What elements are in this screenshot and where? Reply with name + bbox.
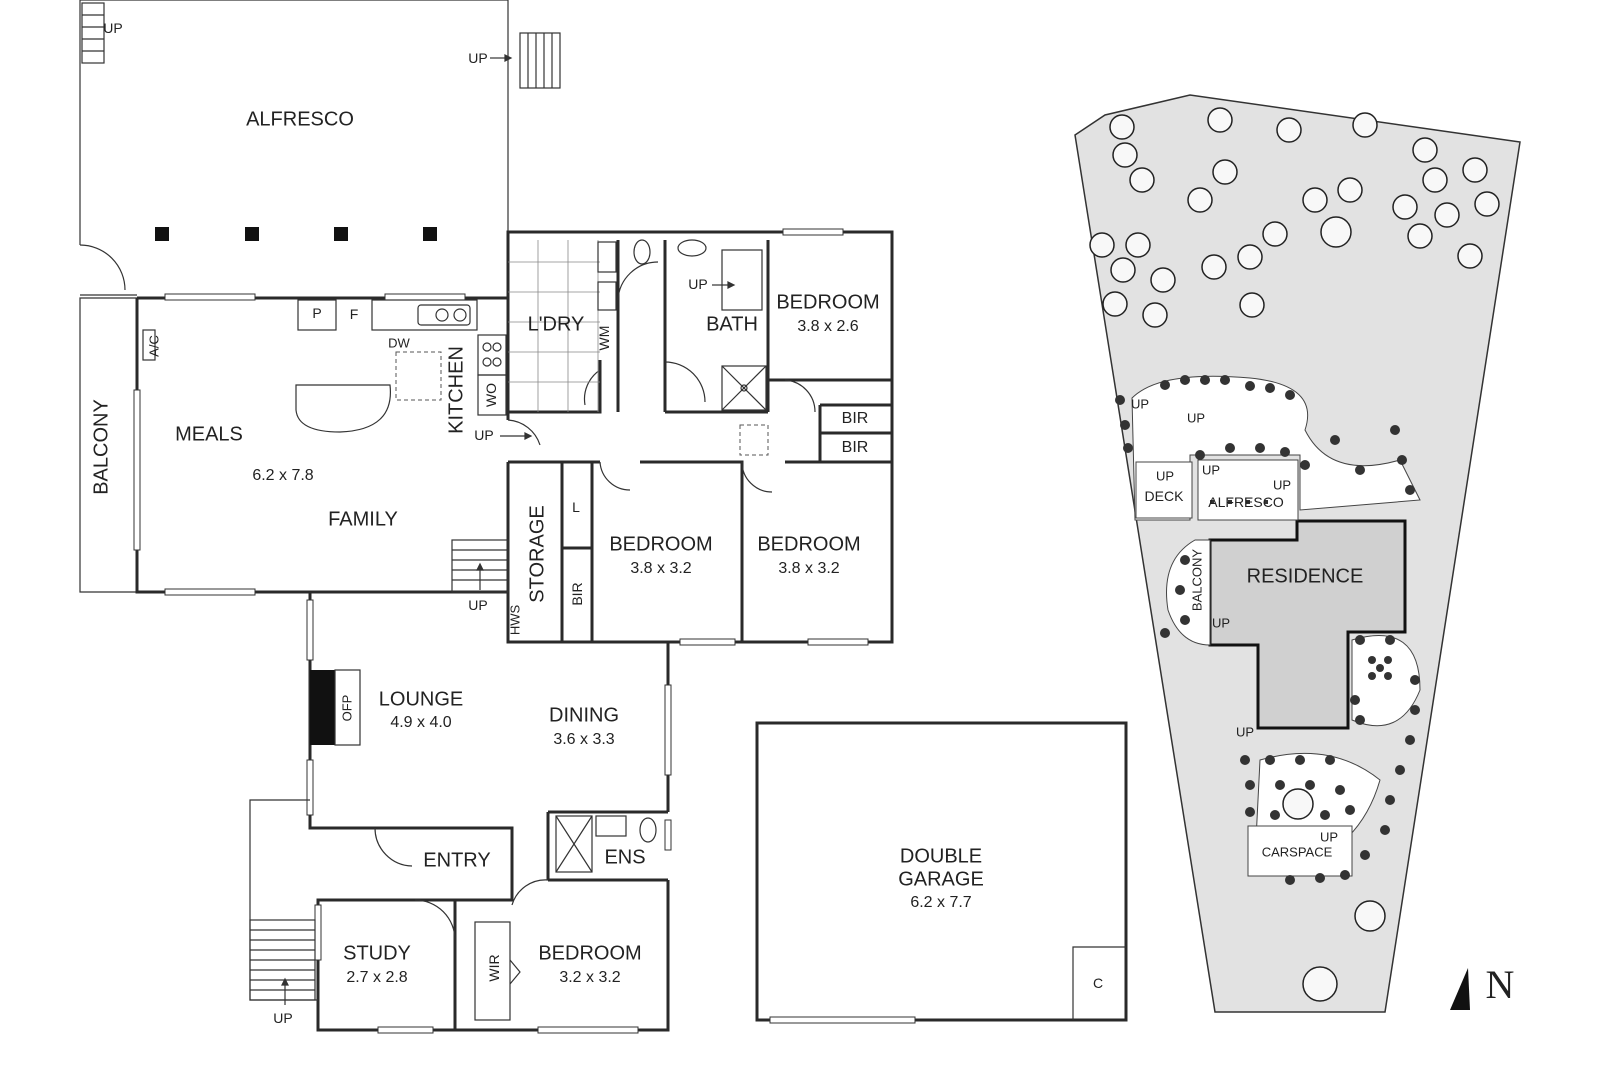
site-plan [1074,94,1521,1013]
kitchen-fixtures [142,299,507,433]
study-label: STUDY [343,942,411,965]
double-garage [755,721,1128,1024]
windows [133,228,869,1034]
site-up-label-1: UP [1130,396,1150,412]
lounge-label: LOUNGE [378,688,464,711]
lounge-dimensions: 4.9 x 4.0 [390,713,452,731]
entry-label: ENTRY [423,849,491,872]
dishwasher-label: DW [388,335,410,351]
kitchen-label: KITCHEN [445,346,468,434]
family-label: FAMILY [328,508,398,531]
wall-oven-label: WO [482,382,499,408]
site-alfresco-label: ALFRESCO [1208,493,1284,510]
site-up-label-4: UP [1201,462,1221,478]
site-up-label-7: UP [1235,724,1255,740]
storage-label: STORAGE [526,505,549,603]
bedroom1-label: BEDROOM [776,291,880,314]
laundry-label: L'DRY [527,313,585,336]
kitchen-up-label: UP [474,426,494,443]
garage-dimensions: 6.2 x 7.7 [910,893,972,911]
site-up-label-8: UP [1319,829,1339,845]
bedroom4-label: BEDROOM [538,942,642,965]
ensuite-label: ENS [604,846,646,869]
entry-up-label: UP [273,1009,293,1026]
balcony-label: BALCONY [90,399,113,495]
house-walls [135,230,894,1032]
alfresco-up-label-1: UP [103,19,123,36]
bir-label-2: BIR [841,438,869,456]
residence-label: RESIDENCE [1246,565,1364,588]
site-up-label-6: UP [1211,615,1231,631]
hws-label: HWS [507,604,523,636]
ofp-label: OFP [339,694,355,722]
dining-label: DINING [549,704,619,727]
site-balcony-label: BALCONY [1189,548,1205,612]
family-stairs [451,539,509,593]
alfresco-area [79,0,561,296]
bedroom4-dimensions: 3.2 x 3.2 [559,968,621,986]
garage-label-line1: DOUBLE [899,845,983,868]
alfresco-label: ALFRESCO [246,108,354,131]
bath-up-label: UP [688,275,708,292]
alfresco-up-label-2: UP [468,49,488,66]
carspace-label: CARSPACE [1261,844,1333,860]
north-arrow-label: N [1485,962,1515,1007]
ac-label: A/C [146,335,162,357]
bedroom2-dimensions: 3.8 x 3.2 [630,559,692,577]
bedroom3-label: BEDROOM [757,533,861,556]
site-up-label-3: UP [1155,468,1175,484]
bir-label-3: BIR [568,582,585,606]
bedroom1-dimensions: 3.8 x 2.6 [797,317,859,335]
wir-label: WIR [485,954,502,982]
study-dimensions: 2.7 x 2.8 [346,968,408,986]
dining-dimensions: 3.6 x 3.3 [553,730,615,748]
garage-cupboard-label: C [1092,974,1104,991]
bath-label: BATH [706,313,758,336]
site-up-label-2: UP [1186,410,1206,426]
fridge-label: F [349,305,359,322]
bir-label-1: BIR [841,409,869,427]
bedroom2-label: BEDROOM [609,533,713,556]
deck-label: DECK [1144,487,1184,504]
pantry-label: P [312,304,322,321]
linen-label: L [572,498,580,515]
garage-label-line2: GARAGE [898,868,984,891]
family-up-label: UP [468,596,488,613]
door-swings [374,261,816,941]
site-up-label-5: UP [1272,477,1292,493]
entry-stairs [249,799,318,1001]
meals-label: MEALS [175,423,243,446]
washing-machine-label: WM [595,325,612,351]
meals-dimensions: 6.2 x 7.8 [252,466,314,484]
bedroom3-dimensions: 3.8 x 3.2 [778,559,840,577]
